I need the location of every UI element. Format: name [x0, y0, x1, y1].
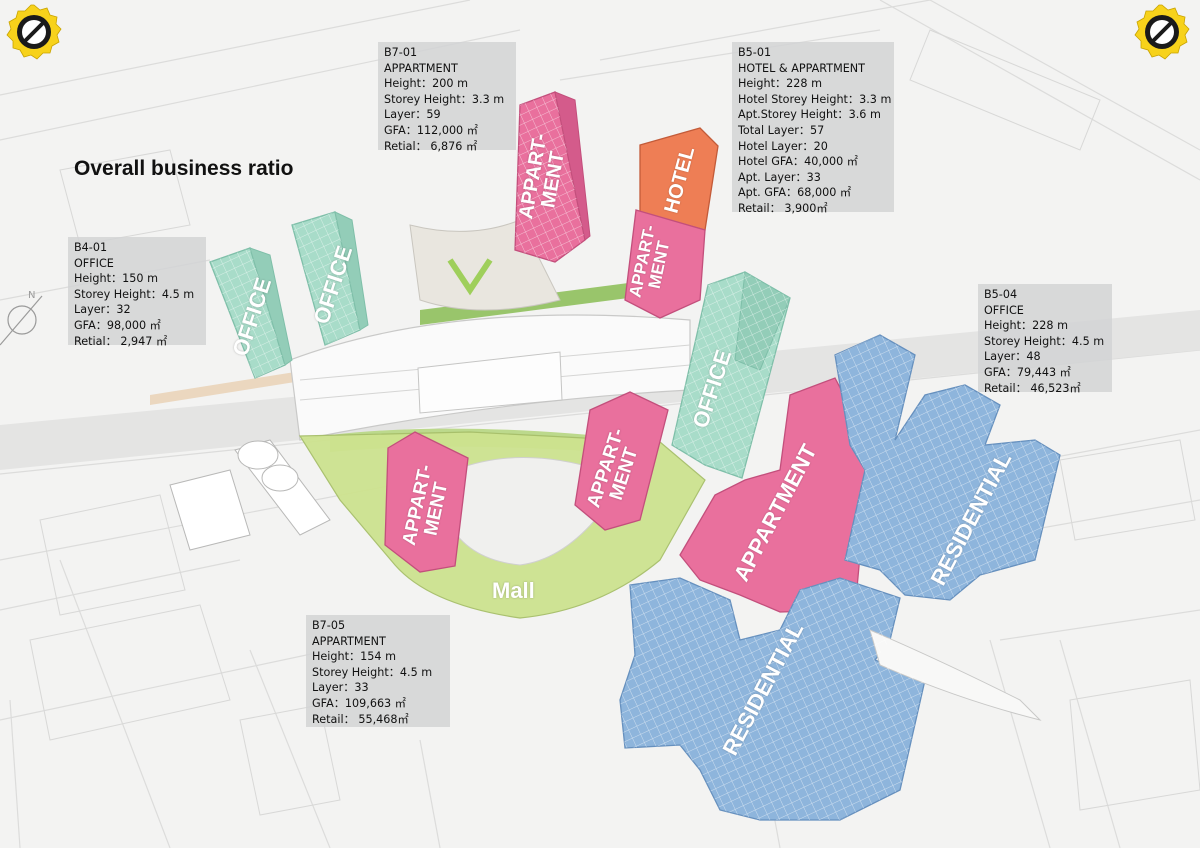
- info-line: Hotel Storey Height：3.3 m: [738, 92, 892, 106]
- page-title: Overall business ratio: [74, 157, 294, 180]
- info-line: OFFICE: [74, 256, 114, 270]
- north-arrow-icon: N: [0, 290, 43, 346]
- info-line: Layer：48: [984, 350, 1041, 364]
- info-line: Apt.Storey Height：3.6 m: [738, 108, 881, 122]
- hotel-apartment-tower-b5-01: [624, 127, 719, 319]
- pdf-xchange-badge-left[interactable]: [6, 4, 62, 60]
- info-line: Height：228 m: [738, 77, 822, 91]
- facade-hatching: [210, 92, 1060, 820]
- apartment-tower-mall-1: [384, 431, 469, 573]
- info-line: Hotel Layer：20: [738, 139, 828, 153]
- info-box-b5-04: B5-04 OFFICE Height：228 m Storey Height：…: [978, 284, 1112, 395]
- info-line: GFA：79,443 ㎡: [984, 365, 1071, 379]
- info-line: Layer：32: [74, 303, 131, 317]
- info-line: Height：200 m: [384, 77, 468, 91]
- info-line: Height：150 m: [74, 272, 158, 286]
- info-line: OFFICE: [984, 303, 1024, 317]
- info-line: Storey Height：3.3 m: [384, 92, 505, 106]
- info-line: Height：228 m: [984, 319, 1068, 333]
- info-line: B4-01: [74, 241, 108, 254]
- info-box-b7-01: B7-01 APPARTMENT Height：200 m Storey Hei…: [378, 42, 516, 153]
- info-box-b4-01: B4-01 OFFICE Height：150 m Storey Height：…: [68, 237, 206, 348]
- info-line: GFA：98,000 ㎡: [74, 318, 161, 332]
- info-line: APPARTMENT: [312, 634, 386, 648]
- info-line: Retial： 2,947 ㎡: [74, 334, 168, 348]
- info-box-b5-01: B5-01 HOTEL & APPARTMENT Height：228 m Ho…: [732, 42, 894, 215]
- info-line: Layer：59: [384, 108, 441, 122]
- info-line: Apt. Layer：33: [738, 170, 821, 184]
- info-line: B7-05: [312, 619, 346, 632]
- info-line: B7-01: [384, 46, 418, 59]
- info-line: Hotel GFA：40,000 ㎡: [738, 155, 858, 169]
- info-line: Total Layer：57: [738, 123, 825, 137]
- info-line: GFA：109,663 ㎡: [312, 696, 406, 710]
- info-line: Retail： 3,900㎡: [738, 201, 828, 215]
- info-line: Storey Height：4.5 m: [984, 334, 1105, 348]
- mall-courtyard: [449, 457, 601, 566]
- info-box-b7-05: B7-05 APPARTMENT Height：154 m Storey Hei…: [306, 615, 450, 727]
- info-line: Retail： 46,523㎡: [984, 381, 1081, 395]
- info-line: Storey Height：4.5 m: [74, 287, 195, 301]
- info-line: Retail： 55,468㎡: [312, 712, 409, 726]
- apartment-tower-mall-2: [574, 391, 669, 531]
- info-line: Retial： 6,876 ㎡: [384, 139, 478, 153]
- info-line: GFA：112,000 ㎡: [384, 123, 478, 137]
- label-mall: Mall: [492, 578, 535, 603]
- info-line: B5-04: [984, 288, 1018, 301]
- info-line: Height：154 m: [312, 650, 396, 664]
- station-canopy: [289, 314, 691, 455]
- info-line: Storey Height：4.5 m: [312, 665, 433, 679]
- pdf-xchange-badge-right[interactable]: [1134, 4, 1190, 60]
- info-line: B5-01: [738, 46, 772, 59]
- svg-text:N: N: [28, 290, 35, 301]
- info-line: Apt. GFA：68,000 ㎡: [738, 186, 852, 200]
- info-line: APPARTMENT: [384, 61, 458, 75]
- info-line: HOTEL & APPARTMENT: [738, 61, 865, 75]
- left-small-buildings: [169, 439, 331, 551]
- city-block-outlines: [29, 29, 1200, 816]
- info-line: Layer：33: [312, 681, 369, 695]
